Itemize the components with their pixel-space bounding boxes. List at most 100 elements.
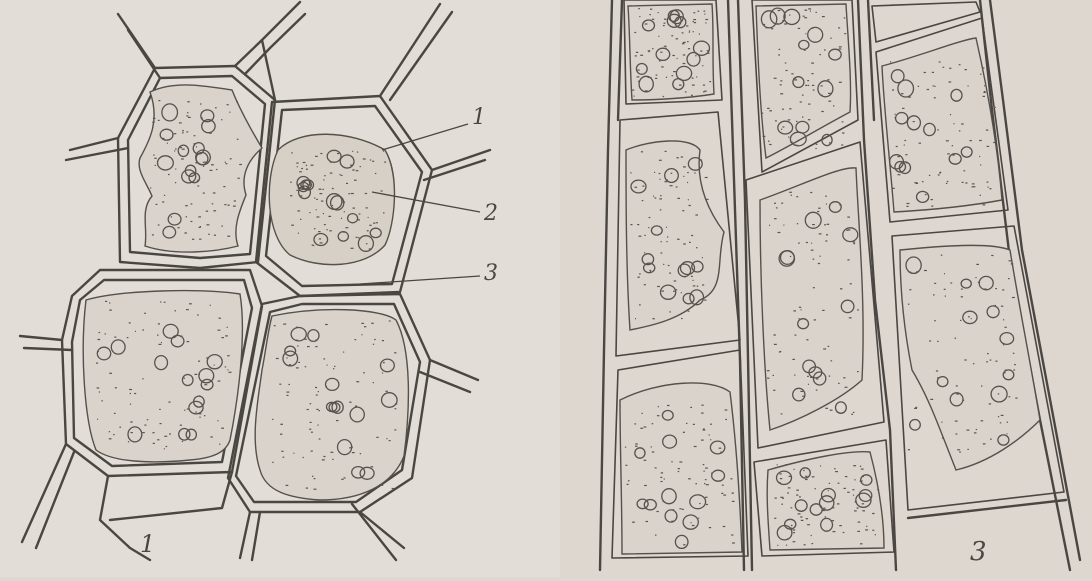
cytoplasm-granule <box>319 238 321 239</box>
cytoplasm-granule <box>658 12 659 13</box>
cytoplasm-granule <box>182 149 185 150</box>
cytoplasm-granule <box>644 485 647 486</box>
cytoplasm-granule <box>678 471 680 472</box>
cytoplasm-granule <box>97 419 98 420</box>
cytoplasm-granule <box>659 173 661 174</box>
cytoplasm-granule <box>279 384 281 385</box>
cytoplasm-granule <box>316 199 318 200</box>
cytoplasm-granule <box>312 476 313 477</box>
cytoplasm-granule <box>215 107 217 108</box>
cytoplasm-granule <box>127 337 129 338</box>
cytoplasm-granule <box>319 410 321 411</box>
cytoplasm-granule <box>329 230 332 231</box>
cytoplasm-granule <box>343 202 346 203</box>
cytoplasm-granule <box>326 229 327 230</box>
cytoplasm-granule <box>987 146 990 147</box>
cytoplasm-granule <box>783 126 785 127</box>
cytoplasm-granule <box>652 318 654 319</box>
cytoplasm-granule <box>371 323 374 324</box>
cytoplasm-granule <box>652 451 655 452</box>
cytoplasm-granule <box>702 65 703 66</box>
cytoplasm-granule <box>818 263 820 264</box>
cytoplasm-granule <box>1008 278 1010 279</box>
cytoplasm-granule <box>324 224 326 225</box>
cytoplasm-granule <box>663 501 664 502</box>
cytoplasm-granule <box>808 85 809 86</box>
cytoplasm-granule <box>845 476 848 477</box>
cytoplasm-granule <box>197 180 198 181</box>
cytoplasm-granule <box>896 146 898 147</box>
cytoplasm-granule <box>825 516 827 517</box>
cytoplasm-granule <box>180 336 183 337</box>
cytoplasm-granule <box>130 404 131 405</box>
cytoplasm-granule <box>199 374 201 375</box>
cytoplasm-granule <box>210 436 213 437</box>
cytoplasm-granule <box>946 140 949 141</box>
panel-right-number: 3 <box>970 537 987 567</box>
cytoplasm-granule <box>1014 364 1016 365</box>
cytoplasm-granule <box>705 19 708 20</box>
cytoplasm-granule <box>297 166 298 167</box>
cytoplasm-granule <box>210 305 211 306</box>
cytoplasm-granule <box>376 437 378 438</box>
cytoplasm-granule <box>395 408 397 409</box>
cytoplasm-granule <box>186 131 188 132</box>
cytoplasm-granule <box>732 501 735 502</box>
cytoplasm-granule <box>858 522 861 523</box>
cytoplasm-granule <box>842 121 844 122</box>
cytoplasm-granule <box>798 513 801 514</box>
cytoplasm-granule <box>703 85 705 86</box>
cytoplasm-granule <box>661 252 663 253</box>
cytoplasm-granule <box>196 146 197 147</box>
cytoplasm-granule <box>129 322 131 323</box>
cytoplasm-granule <box>664 23 666 24</box>
cytoplasm-granule <box>164 302 166 303</box>
cytoplasm-granule <box>706 484 709 485</box>
cytoplasm-granule <box>214 235 216 236</box>
cytoplasm-granule <box>154 158 156 159</box>
cytoplasm-granule <box>649 14 651 15</box>
cytoplasm-granule <box>698 518 699 519</box>
cytoplasm-granule <box>936 370 938 371</box>
cytoplasm-granule <box>200 226 201 227</box>
cytoplasm-granule <box>627 484 629 485</box>
cytoplasm-granule <box>189 303 192 304</box>
cytoplasm-granule <box>371 466 374 467</box>
cytoplasm-granule <box>848 229 851 230</box>
cytoplasm-granule <box>834 468 836 469</box>
cytoplasm-granule <box>857 371 859 372</box>
cytoplasm-granule <box>167 143 168 144</box>
cytoplasm-granule <box>182 441 183 442</box>
cytoplasm-granule <box>720 452 721 453</box>
cytoplasm-granule <box>334 366 335 367</box>
cytoplasm-granule <box>156 204 158 205</box>
cytoplasm-granule <box>971 318 972 319</box>
cytoplasm-granule <box>847 217 850 218</box>
cytoplasm-granule <box>799 318 800 319</box>
cytoplasm-granule <box>761 113 763 114</box>
cytoplasm-granule <box>691 522 692 523</box>
cytoplasm-granule <box>635 443 638 444</box>
cytoplasm-granule <box>644 284 646 285</box>
cytoplasm-granule <box>204 384 207 385</box>
cytoplasm-granule <box>962 182 964 183</box>
cytoplasm-granule <box>676 157 678 158</box>
cytoplasm-granule <box>648 77 650 78</box>
cytoplasm-granule <box>696 247 698 248</box>
cytoplasm-granule <box>701 413 704 414</box>
cytoplasm-granule <box>811 250 814 251</box>
cytoplasm-granule <box>659 160 662 161</box>
cytoplasm-granule <box>807 376 809 377</box>
cytoplasm-granule <box>902 108 904 109</box>
cytoplasm-granule <box>634 32 636 33</box>
cytoplasm-granule <box>862 503 864 504</box>
cytoplasm-granule <box>989 188 991 189</box>
cytoplasm-granule <box>392 488 395 489</box>
cytoplasm-granule <box>788 119 791 120</box>
cytoplasm-granule <box>206 357 209 358</box>
cytoplasm-granule <box>225 366 226 367</box>
cytoplasm-granule <box>769 110 772 111</box>
cytoplasm-granule <box>384 162 386 163</box>
cytoplasm-granule <box>693 285 696 286</box>
cytoplasm-granule <box>676 186 678 187</box>
